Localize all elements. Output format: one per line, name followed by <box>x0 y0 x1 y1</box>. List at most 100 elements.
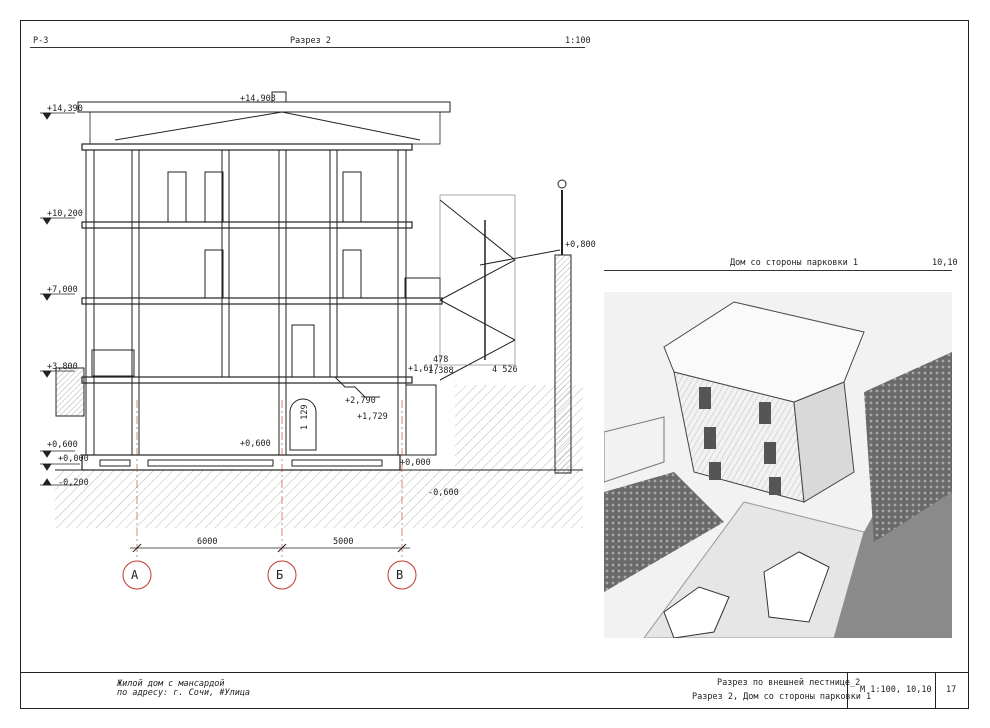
wall-axis-a <box>131 149 140 456</box>
stair-landing-1 <box>404 277 441 299</box>
chimney <box>271 91 287 103</box>
view-title: Дом со стороны парковки 1 <box>730 258 858 268</box>
axis-bubble-v <box>387 560 417 590</box>
label-478: 478 <box>433 355 449 365</box>
sheet-frame <box>20 20 969 709</box>
door-3-2 <box>204 171 224 223</box>
stair-flight-1 <box>439 199 516 261</box>
section-scale: 1:100 <box>565 36 591 46</box>
label-4526: 4 526 <box>492 365 518 375</box>
door-2-1 <box>204 249 224 299</box>
window-5 <box>709 462 721 480</box>
level-7000: +7,000 <box>47 285 78 295</box>
wall-axis-b <box>278 149 287 456</box>
stair-flight-4 <box>439 339 516 381</box>
door-2-2 <box>342 249 362 299</box>
sheet-number: 17 <box>946 685 957 695</box>
level-0600: +0,600 <box>47 440 78 450</box>
wall-inner-1 <box>221 149 230 378</box>
wall-right <box>397 149 407 456</box>
foundation-strip-1 <box>99 459 131 467</box>
level-minus-0200: -0,200 <box>58 478 89 488</box>
arched-door <box>289 398 317 451</box>
axis-label-b: Б <box>276 568 284 582</box>
side-wall <box>864 352 952 542</box>
stair-flight-3 <box>439 299 516 341</box>
dimension-6000: 6000 <box>197 537 218 547</box>
project-line-2: по адресу: г. Сочи, #Улица <box>117 688 251 698</box>
retaining-wall <box>554 254 572 474</box>
level-1617: +1,617 <box>408 364 439 374</box>
sheet-line-2: Разрез 2, Дом со стороны парковки 1 <box>692 692 872 702</box>
roof-truss <box>89 111 441 145</box>
fence <box>604 416 665 483</box>
foundation-strip-2 <box>147 459 274 467</box>
lamp-globe <box>557 179 567 189</box>
wall-inner-2 <box>329 149 338 378</box>
stair-railing <box>439 194 516 366</box>
balcony-railing <box>91 349 135 377</box>
level-14390: +14,390 <box>47 104 83 114</box>
stair-flight-2 <box>439 259 516 301</box>
scale-info: М 1:100, 10,10 <box>860 685 932 695</box>
dim-tick-b <box>277 543 287 553</box>
foundation-strip-3 <box>291 459 383 467</box>
level-0600-inner: +0,600 <box>240 439 271 449</box>
titleblock-divider-1 <box>847 672 848 709</box>
level-3800: +3,800 <box>47 362 78 372</box>
foundation-slab <box>81 454 401 471</box>
level-2790: +2,790 <box>345 396 376 406</box>
level-0000: +0,000 <box>58 454 89 464</box>
roof-pitch <box>114 111 421 141</box>
interior-stair <box>334 376 380 398</box>
window-1 <box>699 387 711 409</box>
axis-label-a: А <box>131 568 139 582</box>
perspective-view <box>604 292 952 638</box>
dimension-5000: 5000 <box>333 537 354 547</box>
level-0000-right: +0,000 <box>400 458 431 468</box>
car-1 <box>663 586 730 638</box>
slab-3 <box>81 221 413 229</box>
wall-basement <box>405 384 437 456</box>
axis-bubble-a <box>122 560 152 590</box>
view-ref: 10,10 <box>932 258 958 268</box>
door-3-3 <box>342 171 362 223</box>
level-1729: +1,729 <box>357 412 388 422</box>
sheet-line-1: Разрез по внешней лестнице_2 <box>717 678 861 688</box>
level-markers <box>40 112 80 486</box>
section-title: Разрез 2 <box>290 36 331 46</box>
level-14903: +14,903 <box>240 94 276 104</box>
window-6 <box>769 477 781 495</box>
axis-label-v: В <box>396 568 404 582</box>
door-1 <box>291 324 315 378</box>
door-3-1 <box>167 171 187 223</box>
section-header-rule <box>30 47 585 48</box>
titleblock-divider-2 <box>935 672 936 709</box>
level-0800: +0,800 <box>565 240 596 250</box>
slab-2 <box>81 297 443 305</box>
equipment <box>55 367 85 417</box>
level-10200: +10,200 <box>47 209 83 219</box>
window-4 <box>764 442 776 464</box>
dim-tick-v <box>397 543 407 553</box>
retaining-top-slope <box>479 249 561 266</box>
wall-left <box>85 149 95 456</box>
label-1388: 1,388 <box>428 366 454 376</box>
window-2 <box>759 402 771 424</box>
window-3 <box>704 427 716 449</box>
sheet-code: Р-3 <box>33 36 49 46</box>
view-header-rule <box>604 270 952 271</box>
car-2 <box>763 551 830 623</box>
ground-hatch <box>55 470 583 528</box>
slab-attic <box>81 143 413 151</box>
project-line-1: Жилой дом с мансардой <box>117 679 225 689</box>
dim-tick-a <box>132 543 142 553</box>
titleblock-top-rule <box>20 672 969 673</box>
house-roof <box>663 301 865 403</box>
level-minus-0600: -0,600 <box>428 488 459 498</box>
paving-left <box>604 472 724 592</box>
axis-bubble-b <box>267 560 297 590</box>
label-1129: 1 129 <box>300 404 310 430</box>
